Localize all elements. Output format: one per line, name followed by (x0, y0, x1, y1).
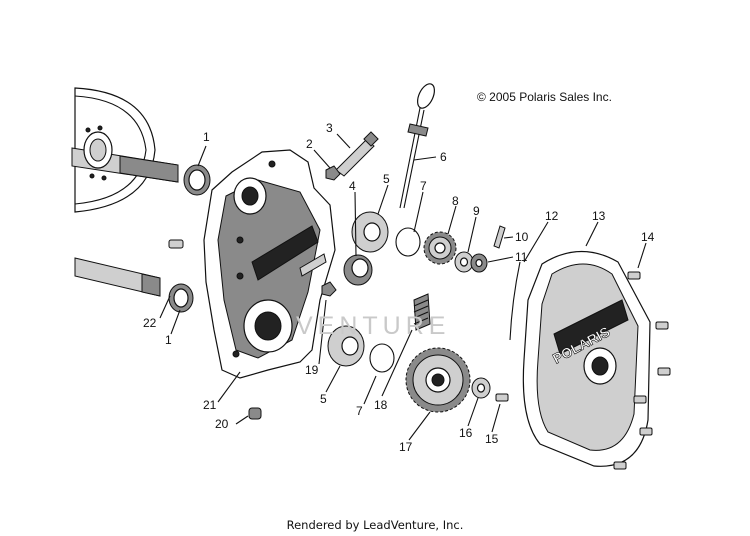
seal-bottom (168, 283, 194, 313)
copyright-text: © 2005 Polaris Sales Inc. (477, 90, 612, 104)
callout-9: 9 (473, 204, 480, 218)
watermark: VENTURE (296, 312, 451, 340)
callout-20: 20 (215, 417, 229, 431)
sprocket-8 (423, 231, 457, 265)
callout-1-bottom: 1 (165, 333, 172, 347)
washer-9 (454, 251, 474, 273)
callout-16: 16 (459, 426, 473, 440)
callout-14: 14 (641, 230, 655, 244)
callout-10: 10 (515, 230, 529, 244)
callout-21: 21 (203, 398, 217, 412)
callout-18: 18 (374, 398, 388, 412)
chaincase-cover-13 (522, 250, 651, 467)
callout-6: 6 (440, 150, 447, 164)
bolt-15 (495, 393, 509, 402)
callout-2: 2 (306, 137, 313, 151)
nut-2 (325, 165, 341, 181)
bolt-10 (493, 225, 506, 249)
nut-19 (321, 281, 337, 297)
callout-11: 11 (515, 250, 528, 264)
nut-11 (470, 253, 488, 273)
plug-20 (248, 407, 262, 420)
snap-ring-7-top (395, 227, 421, 257)
washer-16 (471, 377, 491, 399)
dipstick-6 (399, 83, 435, 209)
dowel-pin (168, 239, 184, 249)
callout-numbers: 1 2 3 4 5 6 7 8 9 10 11 12 13 14 22 1 19… (143, 121, 655, 454)
bolts-14 (613, 271, 671, 470)
gasket-12 (509, 261, 521, 341)
callout-1-top: 1 (203, 130, 210, 144)
callout-8: 8 (452, 194, 459, 208)
snap-ring-7-bottom (369, 343, 395, 373)
tensioner-roller-4 (343, 254, 373, 286)
output-shaft (74, 257, 161, 297)
drive-sheave (74, 87, 156, 213)
chain-18 (413, 293, 431, 331)
callout-7-top: 7 (420, 179, 427, 193)
seal-top (183, 164, 211, 196)
callout-13: 13 (592, 209, 606, 223)
bearing-5-bottom (327, 325, 365, 367)
callout-4: 4 (349, 179, 356, 193)
tensioner-pin-3 (335, 131, 379, 177)
leader-lines (159, 133, 647, 441)
bearing-5-top (351, 211, 389, 253)
callout-5-bottom: 5 (320, 392, 327, 406)
chaincase-housing (203, 149, 336, 379)
callout-22: 22 (143, 316, 157, 330)
gear-17 (405, 347, 471, 413)
callout-3: 3 (326, 121, 333, 135)
callout-19: 19 (305, 363, 319, 377)
footer-credit: Rendered by LeadVenture, Inc. (286, 518, 464, 532)
callout-17: 17 (399, 440, 413, 454)
input-shaft (71, 131, 179, 183)
callout-7-bottom: 7 (356, 404, 363, 418)
callout-15: 15 (485, 432, 499, 446)
callout-5-top: 5 (383, 172, 390, 186)
callout-12: 12 (545, 209, 559, 223)
